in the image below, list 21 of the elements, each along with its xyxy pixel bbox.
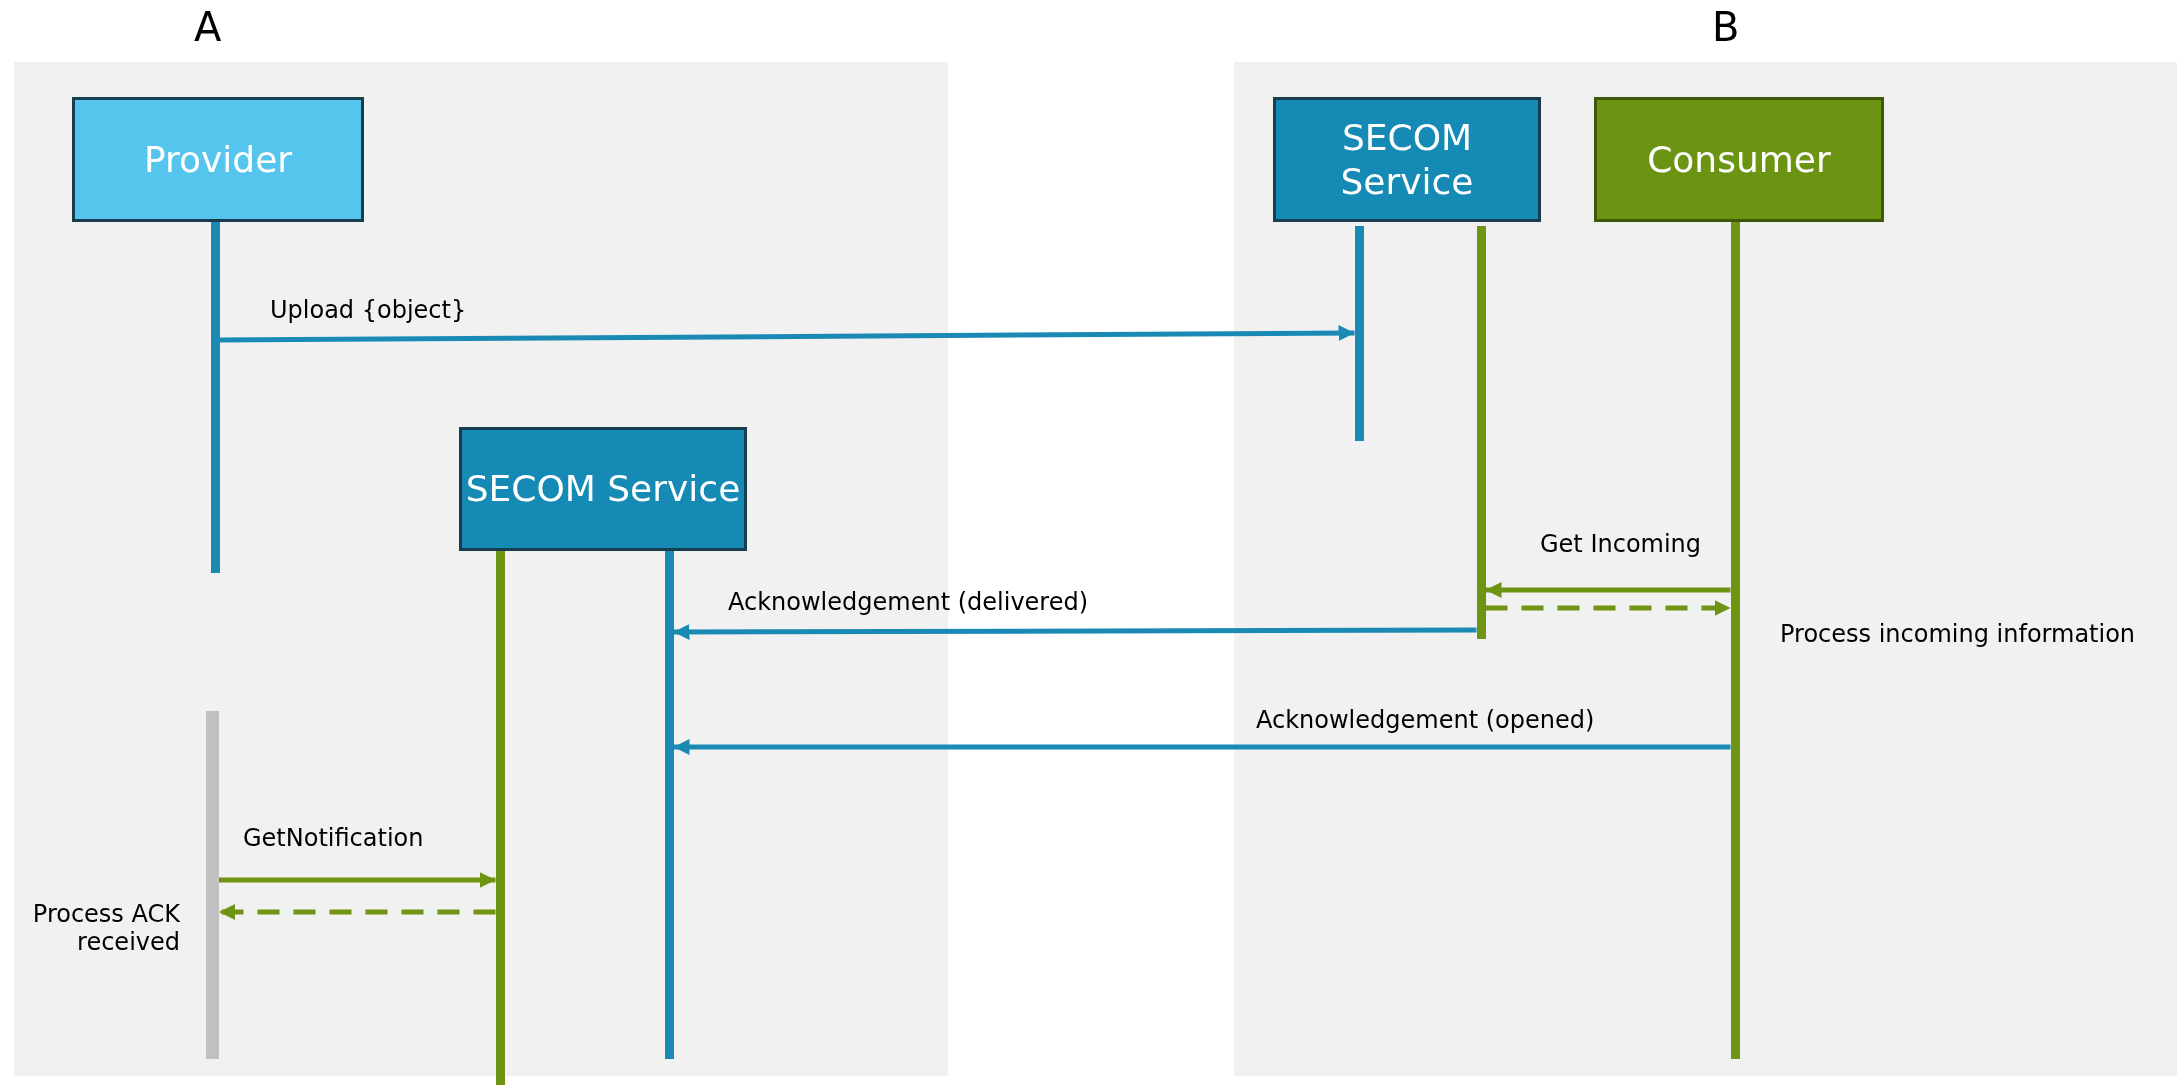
note-text: Process incoming information: [1780, 620, 2136, 648]
edge-label: Get Incoming: [1540, 530, 1702, 558]
activation-bar: [206, 711, 219, 1059]
edge-label: Acknowledgement (opened): [1256, 706, 1595, 734]
participant-box: Consumer: [1594, 97, 1884, 222]
panel-heading: A: [194, 4, 222, 50]
message-arrow: [673, 739, 1731, 755]
participant-box: SECOM Service: [459, 427, 747, 551]
edge-label: Acknowledgement (delivered): [728, 588, 1089, 616]
return-arrow: [219, 904, 496, 920]
message-arrow: [1485, 582, 1731, 598]
edge-label: Upload {object}: [270, 296, 467, 324]
message-arrow: [219, 325, 1355, 343]
edge-label: GetNotification: [243, 824, 424, 852]
note-text: Process ACK received: [31, 900, 180, 956]
panel-heading: B: [1712, 4, 1740, 50]
participant-box: SECOM Service: [1273, 97, 1541, 222]
participant-box: Provider: [72, 97, 364, 222]
message-arrow: [219, 872, 496, 888]
return-arrow: [1485, 600, 1731, 616]
message-arrow: [673, 623, 1477, 640]
